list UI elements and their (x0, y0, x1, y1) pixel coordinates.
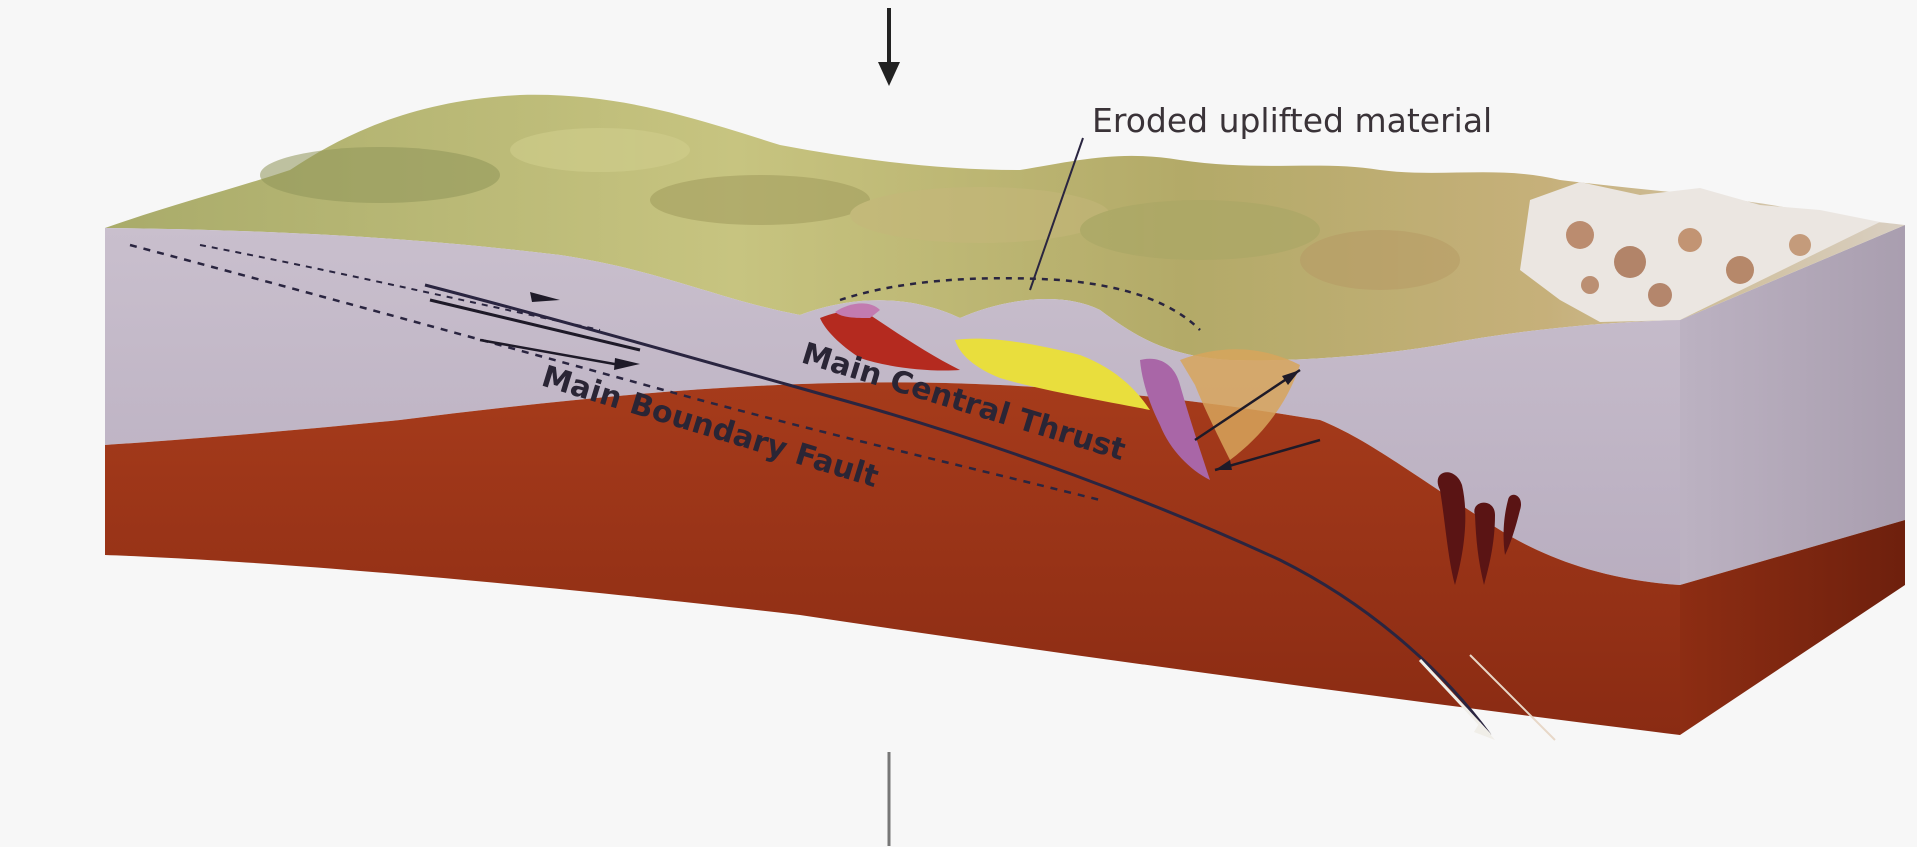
label-eroded-uplifted-material: Eroded uplifted material (1092, 101, 1492, 140)
top-arrow-down-icon (878, 8, 900, 86)
